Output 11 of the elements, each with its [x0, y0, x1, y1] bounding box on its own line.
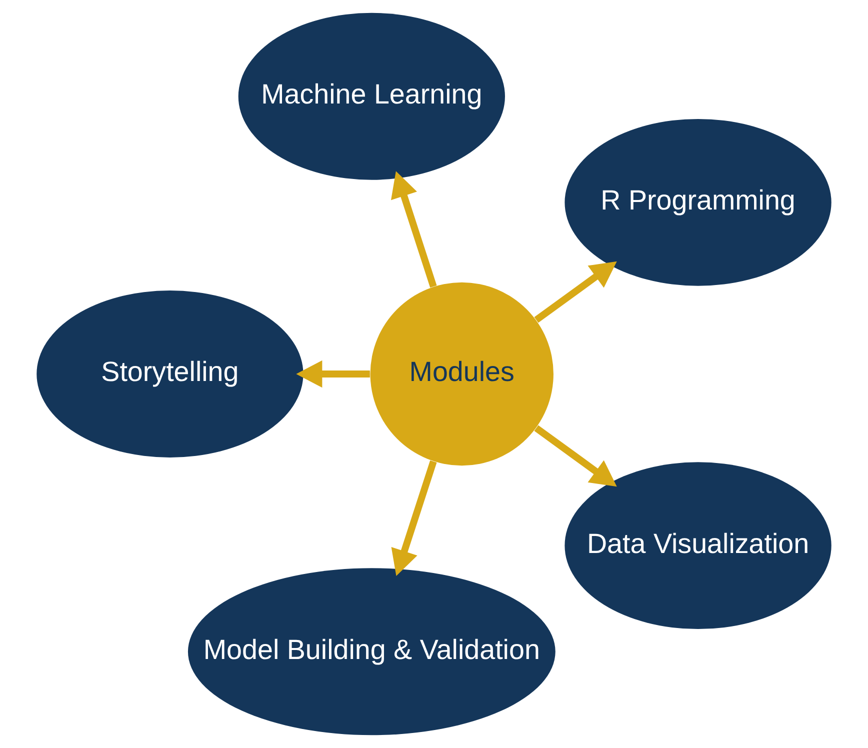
node-ellipse: Data Visualization — [564, 462, 832, 630]
arrow — [391, 171, 437, 288]
arrow — [534, 261, 617, 323]
node-ellipse: Machine Learning — [238, 12, 505, 180]
node-ellipse: R Programming — [564, 118, 832, 286]
arrow — [534, 425, 617, 487]
node-ellipse: Storytelling — [36, 290, 304, 458]
node-circle: Modules — [370, 282, 554, 466]
arrow — [296, 360, 370, 388]
arrow — [391, 460, 437, 576]
node-ellipse: Model Building & Validation — [188, 568, 556, 736]
